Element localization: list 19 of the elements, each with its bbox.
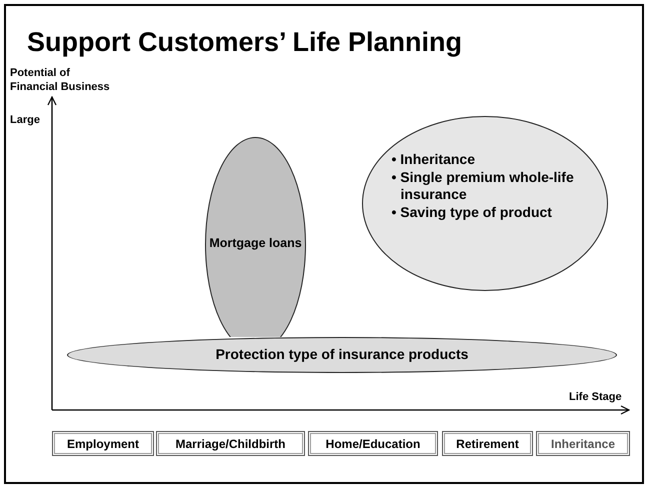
- ellipse-label: Mortgage loans: [209, 236, 302, 250]
- slide-title: Support Customers’ Life Planning: [27, 27, 462, 58]
- life-stage-box: [156, 431, 305, 456]
- stage-label: Home/Education: [326, 436, 420, 450]
- bullet-item: • Single premium whole-life insurance: [392, 168, 575, 204]
- stage-label: Retirement: [456, 436, 519, 450]
- life-stage-box: [308, 431, 438, 456]
- axis-title: Potential of Financial Business: [10, 66, 110, 95]
- axis-title: Life Stage: [569, 390, 622, 404]
- axis-label: Large: [10, 113, 40, 128]
- life-stage-box: [536, 431, 630, 456]
- bullet-item: • Inheritance: [392, 151, 476, 168]
- life-stage-box: [52, 431, 154, 456]
- bullet-item: • Saving type of product: [392, 204, 553, 221]
- stage-label: Employment: [66, 436, 139, 450]
- life-stage-box: [442, 431, 533, 456]
- stage-label: Marriage/Childbirth: [175, 436, 286, 450]
- stage-label: Inheritance: [550, 436, 616, 450]
- ellipse-label: Protection type of insurance products: [216, 346, 468, 364]
